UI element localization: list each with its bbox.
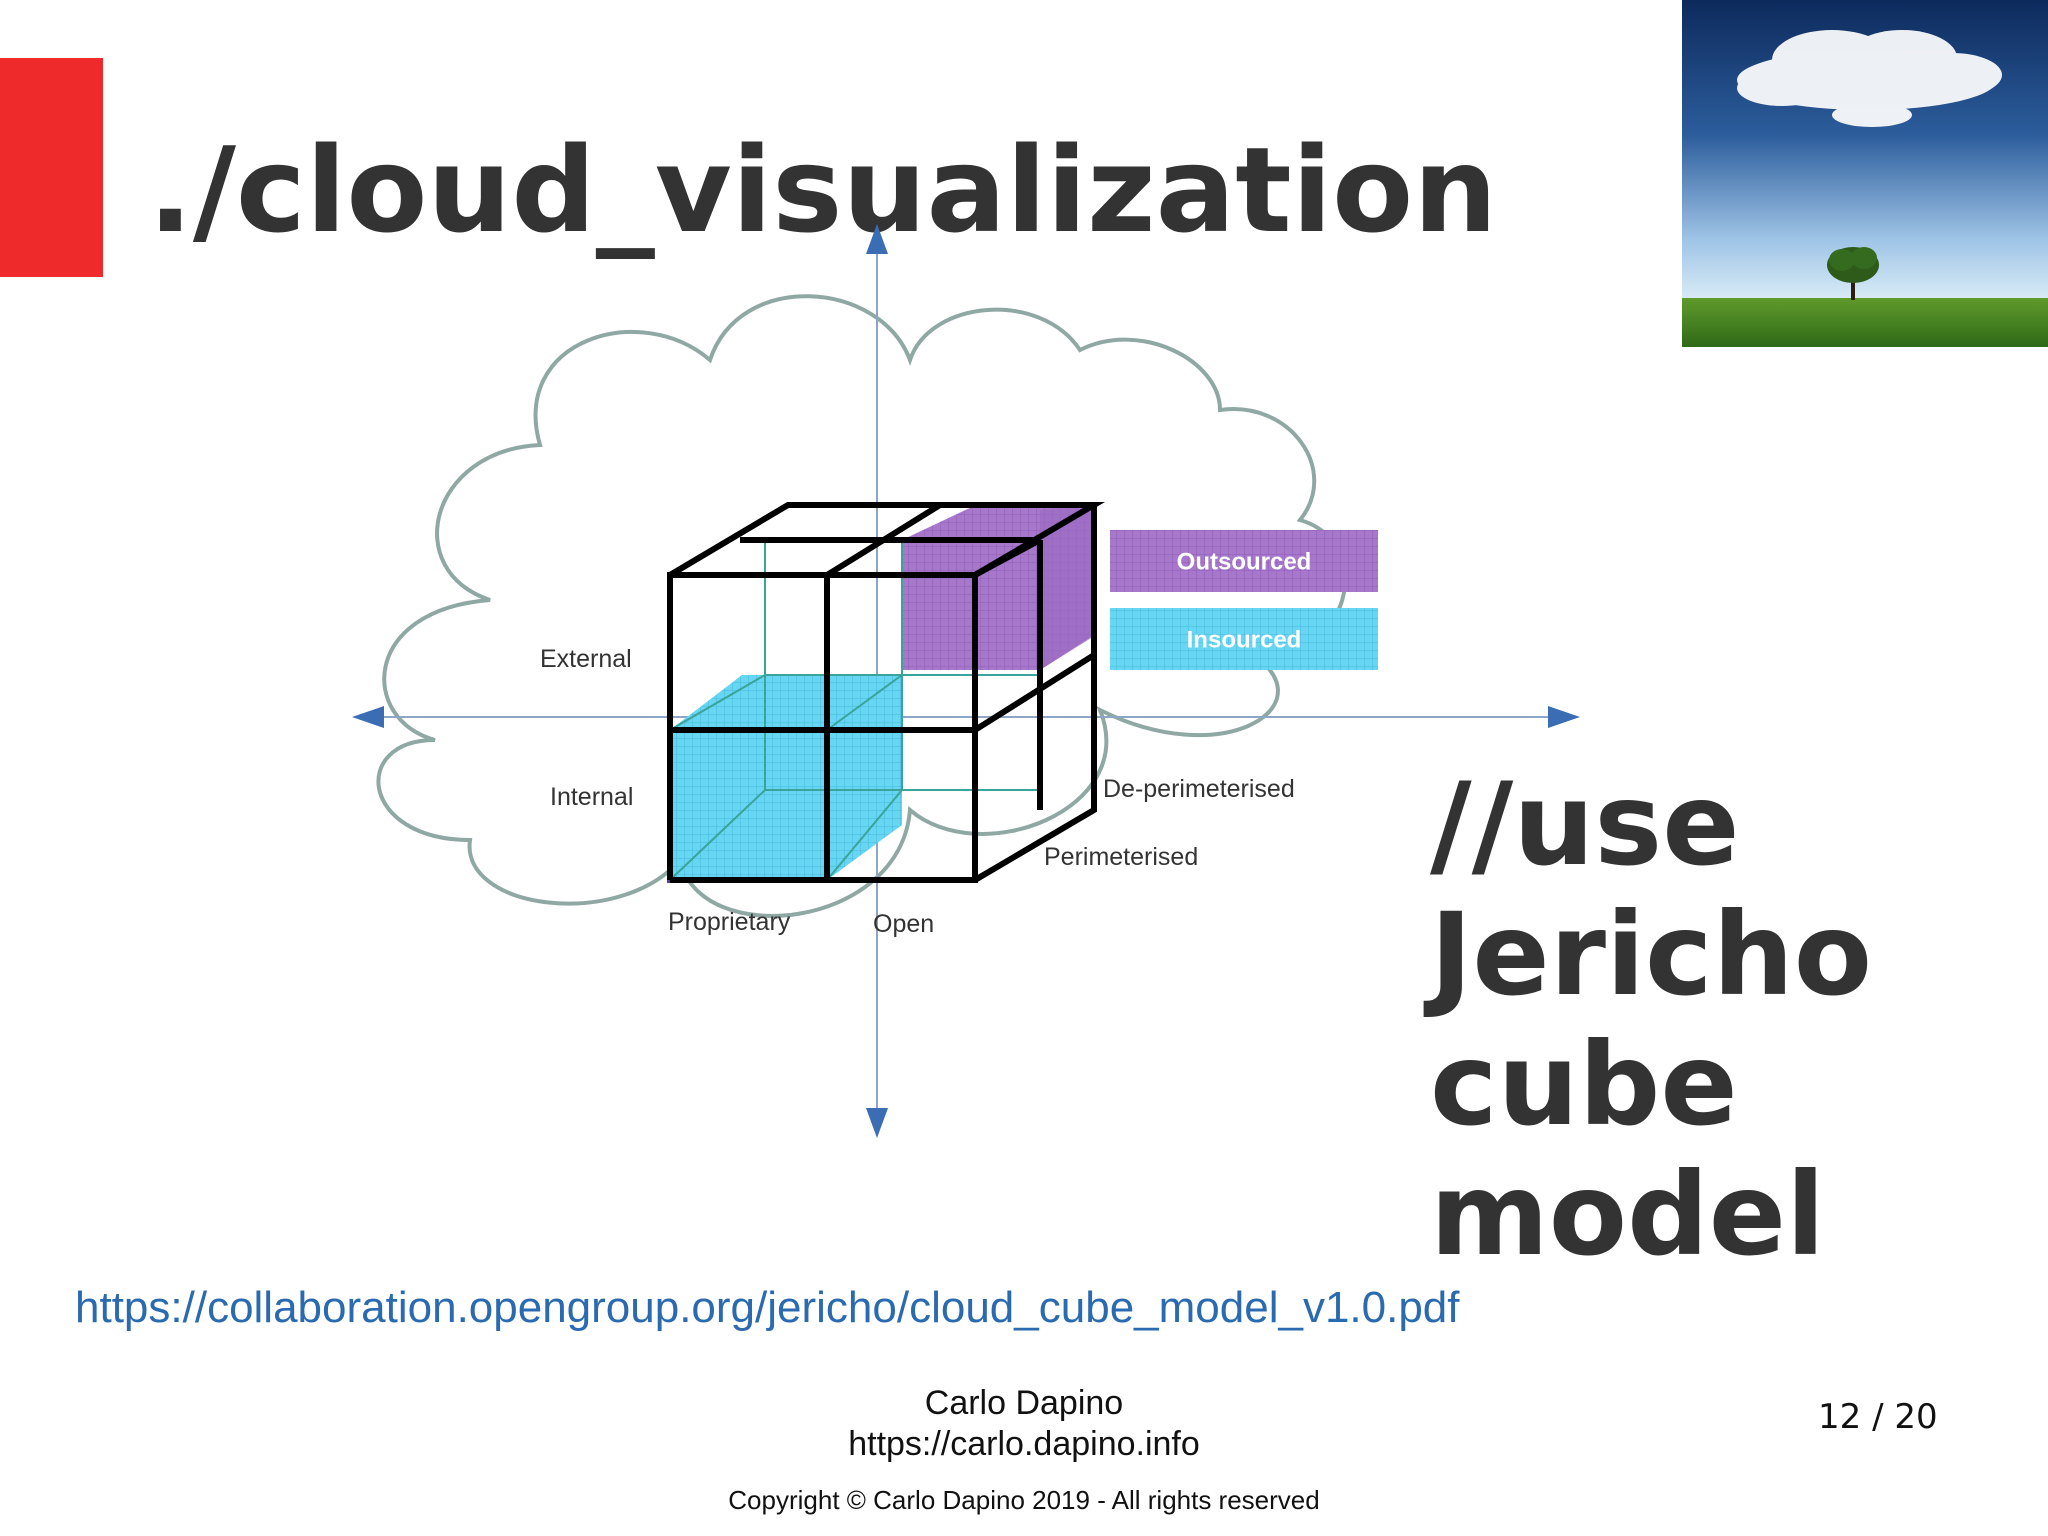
axis-arrow-right (1548, 706, 1580, 728)
reference-link[interactable]: https://collaboration.opengroup.org/jeri… (75, 1283, 1460, 1332)
subtitle-line: //use (1430, 758, 1740, 891)
label-perimeterised: Perimeterised (1044, 843, 1198, 871)
label-internal: Internal (550, 783, 633, 811)
insourced-block-top (670, 675, 902, 730)
label-open: Open (873, 910, 934, 938)
outsourced-block-front (902, 540, 1040, 670)
axis-arrow-down (866, 1108, 888, 1138)
jericho-cube-diagram: Outsourced Insourced External Internal P… (340, 210, 1600, 1170)
subtitle-line: cube (1430, 1018, 1738, 1151)
jericho-cube-svg: Outsourced Insourced External Internal P… (352, 224, 1580, 1138)
slide-subtitle: //use Jericho cube model (1430, 760, 1872, 1280)
cube-edges (667, 502, 1106, 883)
page-number: 12 / 20 (1818, 1397, 1938, 1437)
axis-arrow-left (352, 706, 384, 728)
subtitle-line: model (1430, 1148, 1826, 1281)
legend-outsourced-label: Outsourced (1177, 548, 1312, 575)
legend-insourced-label: Insourced (1187, 626, 1302, 653)
accent-bar (0, 58, 103, 277)
cube-inner-lines (669, 540, 1040, 881)
footer-author: Carlo Dapino (924, 1384, 1124, 1422)
legend-outsourced-swatch (1110, 530, 1378, 592)
label-proprietary: Proprietary (668, 908, 791, 936)
footer-copyright: Copyright © Carlo Dapino 2019 - All righ… (728, 1485, 1320, 1515)
slide-title: ./cloud_visualization (148, 121, 1498, 259)
cloud-sky-image (1682, 0, 2048, 347)
cloud-sky-photo (1682, 0, 2048, 347)
footer-website: https://carlo.dapino.info (848, 1425, 1200, 1463)
legend-insourced-swatch (1110, 608, 1378, 670)
subtitle-line: Jericho (1430, 888, 1873, 1021)
outsourced-block-right (1040, 505, 1096, 670)
label-external: External (540, 645, 632, 673)
insourced-block-side (827, 675, 902, 880)
label-deperimeterised: De-perimeterised (1103, 775, 1295, 803)
axis-arrow-up (866, 224, 888, 254)
